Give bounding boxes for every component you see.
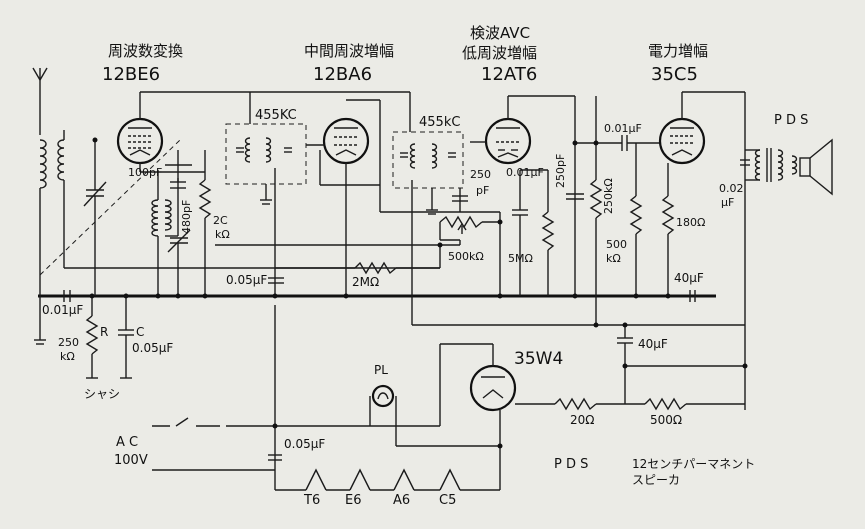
tube-name-12ba6: 12BA6 <box>313 64 372 85</box>
ac-label-1: A C <box>116 435 138 450</box>
r250k-a-unit: kΩ <box>60 350 75 363</box>
if2-label: 455kC <box>419 115 460 130</box>
c005b-label: 0.05μF <box>132 341 173 355</box>
r20-label: 20Ω <box>570 413 594 427</box>
c100p-label: 100pF <box>128 166 162 179</box>
pds-bottom-label: P D S <box>554 457 588 472</box>
tube-role-12be6: 周波数変換 <box>108 42 183 60</box>
ift-2 <box>392 131 464 189</box>
c001a-label: 0.01μF <box>42 303 83 317</box>
speaker-note-1: 12センチパーマネント <box>632 457 755 471</box>
chassis-label: シャシ <box>84 387 120 401</box>
c40a-label: 40μF <box>674 271 704 285</box>
r2m-label: 2MΩ <box>352 275 379 289</box>
tube-name-12be6: 12BE6 <box>102 64 160 85</box>
tube-role-35c5: 電力増幅 <box>648 42 708 60</box>
r500k-b-label: 500 <box>606 238 627 251</box>
c001c-label: 0.01μF <box>604 122 642 135</box>
r250k-b-label: 250kΩ <box>602 178 615 214</box>
c250p-a-label: 250 <box>470 168 491 181</box>
speaker-symbol <box>791 138 833 196</box>
tube-12ba6 <box>306 117 370 165</box>
if1-label: 455KC <box>255 108 297 123</box>
r500-label: 500Ω <box>650 413 682 427</box>
tube-35c5 <box>658 117 706 165</box>
resistor-20k <box>198 150 212 296</box>
tube-role-12at6: 検波AVC <box>470 24 530 42</box>
antenna-symbol <box>32 67 48 135</box>
volume-pot <box>439 215 500 240</box>
tube-12at6 <box>470 117 532 165</box>
c005c-label: 0.05μF <box>284 437 325 451</box>
resistor-250k-b <box>589 96 603 325</box>
c005a-label: 0.05μF <box>226 273 267 287</box>
tube-name-35w4: 35W4 <box>514 349 563 369</box>
c002-unit: μF <box>721 196 734 209</box>
tuning-capacitor <box>83 140 107 296</box>
tube-35w4 <box>469 364 517 412</box>
r500k-a-label: 500kΩ <box>448 250 484 263</box>
speaker-note-2: スピーカ <box>632 473 680 487</box>
r2k-label: 2C <box>213 214 228 227</box>
c480p-label: 480pF <box>180 200 193 234</box>
junction-dots <box>89 137 748 449</box>
tube-role2-12at6: 低周波増幅 <box>462 44 537 62</box>
tube-role-12ba6: 中間周波増幅 <box>304 42 394 60</box>
antenna-coil <box>39 130 440 296</box>
c001b-label: 0.01μF <box>506 166 544 179</box>
r5m-label: 5MΩ <box>508 252 533 265</box>
c002-label: 0.02 <box>719 182 744 195</box>
pds-top-label: P D S <box>774 113 808 128</box>
resistor-5m <box>541 170 555 296</box>
c250p-b-label: 250pF <box>554 154 567 188</box>
r2k-unit: kΩ <box>215 228 230 241</box>
heater-label-t6: T6 <box>303 493 320 508</box>
r500k-b-unit: kΩ <box>606 252 621 265</box>
pilot-lamp <box>371 384 395 408</box>
resistor-500k-b <box>629 143 643 296</box>
tube-name-35c5: 35C5 <box>651 64 698 85</box>
r-label: R <box>100 325 108 339</box>
output-transformer <box>745 148 784 182</box>
c-label: C <box>136 325 144 339</box>
resistor-250k-a <box>85 296 99 379</box>
resistor-180 <box>661 163 675 296</box>
r180-label: 180Ω <box>676 216 705 229</box>
resistor-2m <box>275 245 441 275</box>
heater-label-e6: E6 <box>345 493 362 508</box>
c250p-a-unit: pF <box>476 184 489 197</box>
heater-label-a6: A6 <box>393 493 410 508</box>
c40b-label: 40μF <box>638 337 668 351</box>
ift-1 <box>225 123 307 205</box>
heater-label-c5: C5 <box>439 493 456 508</box>
resistor-500 <box>644 397 745 411</box>
resistor-20 <box>554 397 645 411</box>
heater-string <box>275 446 501 491</box>
tube-name-12at6: 12AT6 <box>481 64 537 85</box>
r250k-a-label: 250 <box>58 336 79 349</box>
pl-label: PL <box>374 363 388 377</box>
ac-label-2: 100V <box>114 453 148 468</box>
tube-12be6 <box>116 91 410 165</box>
